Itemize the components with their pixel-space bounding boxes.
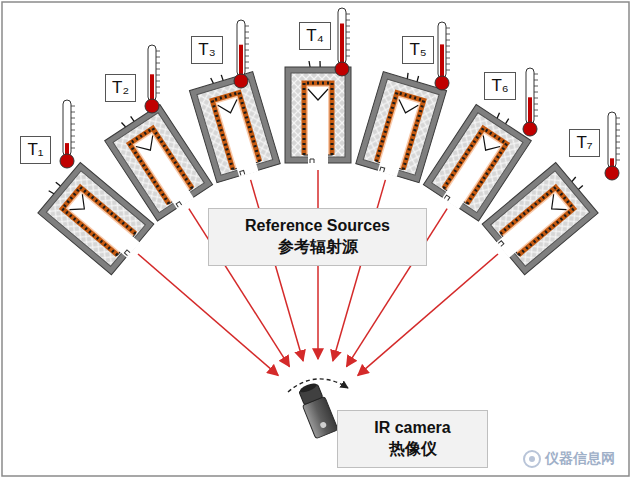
temperature-symbol: T₇ (576, 133, 593, 153)
box-text: 热像仪 (374, 439, 451, 460)
thermometer (234, 20, 249, 88)
temperature-label: T₇ (569, 129, 600, 157)
thermometer (60, 100, 75, 168)
reference-source (188, 66, 281, 184)
radiation-ray (358, 254, 498, 375)
reference-source (101, 99, 213, 221)
temperature-label: T₃ (191, 36, 223, 64)
reference-source (285, 61, 351, 164)
watermark: 仪器信息网 (545, 450, 615, 468)
reference-source (481, 159, 602, 276)
temperature-label: T₂ (105, 74, 136, 102)
box-text: Reference Sources (245, 216, 390, 237)
temperature-label: T₆ (484, 72, 516, 100)
ir-camera-icon (296, 381, 338, 439)
box-text: IR camera (374, 418, 451, 439)
temperature-label: T₁ (20, 136, 51, 164)
temperature-label: T₄ (299, 22, 331, 50)
thermometer (335, 8, 350, 76)
ir-camera-box: IR camera热像仪 (337, 410, 488, 468)
temperature-symbol: T₃ (198, 40, 216, 60)
thermometer (435, 22, 450, 90)
temperature-symbol: T₄ (306, 26, 324, 46)
temperature-label: T₅ (402, 36, 434, 64)
reference-source (356, 66, 449, 184)
thermometer (523, 68, 538, 136)
box-text: 参考辐射源 (245, 237, 390, 258)
thermometer (145, 45, 160, 113)
temperature-symbol: T₆ (491, 76, 509, 96)
temperature-symbol: T₁ (27, 140, 44, 160)
thermometer (605, 112, 620, 180)
temperature-symbol: T₂ (112, 78, 129, 98)
temperature-symbol: T₅ (409, 40, 427, 60)
reference-sources-box: Reference Sources参考辐射源 (208, 208, 427, 266)
pan-arrow (288, 379, 348, 392)
watermark-logo (524, 451, 540, 467)
